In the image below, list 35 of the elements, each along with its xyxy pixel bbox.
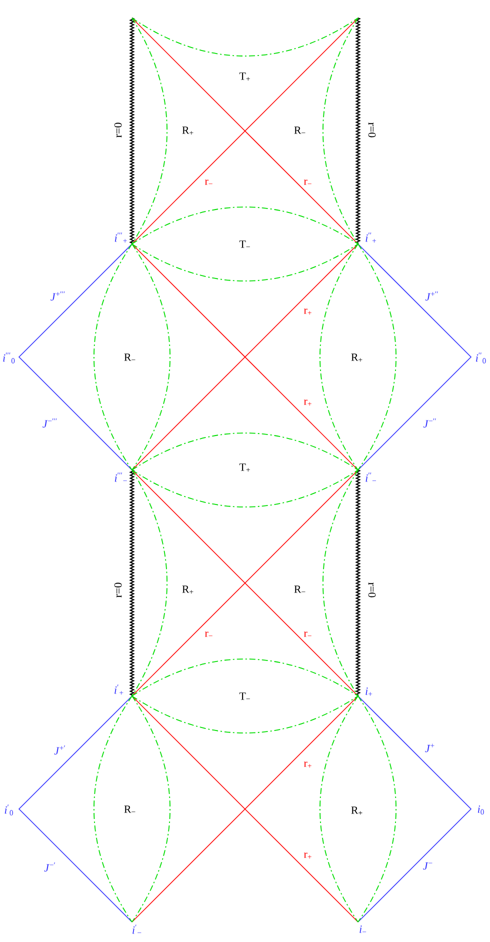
singularity-label: r=0 — [368, 582, 376, 598]
region-label: R$_{+}$ — [182, 586, 194, 594]
region-label: R$_{+}$ — [351, 354, 362, 362]
region-label: T$_{+}$ — [239, 72, 250, 81]
horizon-label: r$_{+}$ — [304, 400, 312, 406]
infinity-label: i$_{−}$ — [360, 926, 366, 933]
null-infinity-label: J$^{+′′}$ — [425, 291, 438, 301]
singularity-label: r=0 — [114, 122, 122, 138]
horizon-label: r$_{−}$ — [304, 180, 312, 185]
horizon-label: r$_{−}$ — [204, 632, 212, 637]
region-label: R$_{+}$ — [351, 806, 362, 815]
region-label: T$_{−}$ — [239, 240, 250, 248]
region-label: T$_{−}$ — [239, 692, 250, 700]
null-infinity-label: J$^{−′}$ — [44, 862, 56, 872]
null-infinity-label: J$^{+}$ — [425, 744, 434, 752]
null-infinity-label: J$^{+′′′}$ — [50, 291, 65, 301]
singularity-label: r=0 — [114, 582, 122, 598]
null-infinity-label: J$^{−′′′}$ — [42, 418, 57, 428]
region-label: R$_{−}$ — [294, 126, 306, 134]
region-label: R$_{+}$ — [182, 126, 194, 135]
horizon-label: r$_{+}$ — [304, 308, 312, 315]
horizon-label: r$_{+}$ — [304, 762, 312, 768]
null-infinity-label: J$^{−′′}$ — [423, 418, 436, 428]
region-label: R$_{−}$ — [124, 806, 136, 813]
region-label: T$_{+}$ — [239, 464, 250, 472]
null-infinity-label: J$^{−}$ — [423, 862, 432, 870]
infinity-label: i$_{+}$ — [366, 688, 372, 696]
null-infinity-label: J$^{+′}$ — [54, 745, 66, 755]
horizon-label: r$_{−}$ — [204, 180, 212, 185]
horizon-label: r$_{+}$ — [304, 852, 312, 859]
region-label: R$_{−}$ — [124, 354, 136, 361]
horizon-label: r$_{−}$ — [304, 632, 312, 637]
singularity-label: r=0 — [368, 122, 376, 138]
region-label: R$_{−}$ — [294, 586, 306, 593]
infinity-label: i$_{0}$ — [478, 806, 484, 815]
